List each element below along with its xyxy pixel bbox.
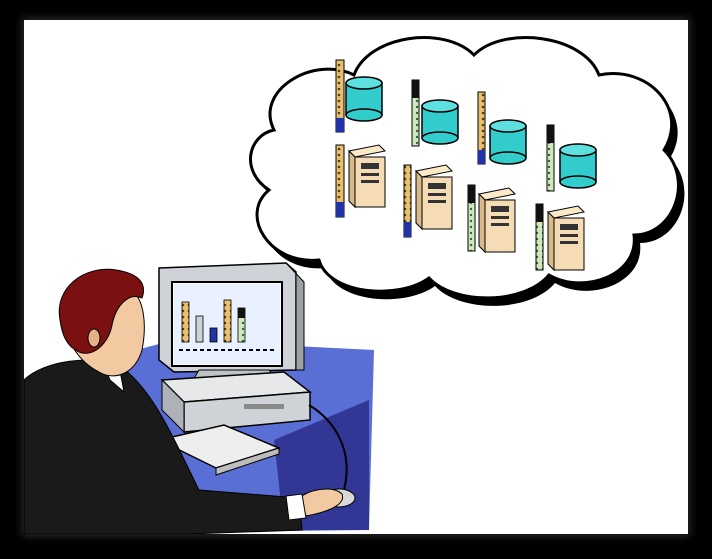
illustration-canvas [24, 20, 688, 534]
meter-bar [411, 79, 420, 147]
screen-bar-chart-icon [179, 299, 274, 351]
meter-bar [335, 59, 345, 133]
person [24, 268, 344, 534]
database-icon [345, 76, 383, 122]
meter-bar [477, 91, 486, 165]
database-icon [489, 119, 527, 165]
computer-case [160, 371, 313, 434]
computer-monitor [158, 262, 305, 383]
mouse-cable [308, 404, 348, 491]
meter-bar [335, 144, 345, 218]
database-icon [559, 143, 597, 189]
server-icon [347, 144, 387, 209]
meter-bar [535, 203, 544, 271]
meter-bar [546, 124, 555, 192]
database-icon [421, 99, 459, 145]
clipart-illustration [24, 36, 685, 534]
meter-bar [403, 164, 412, 238]
meter-bar [467, 184, 476, 252]
keyboard [156, 424, 282, 476]
server-icon [546, 205, 586, 272]
thought-cloud [249, 36, 685, 306]
server-icon [414, 164, 454, 231]
server-icon [477, 187, 517, 254]
